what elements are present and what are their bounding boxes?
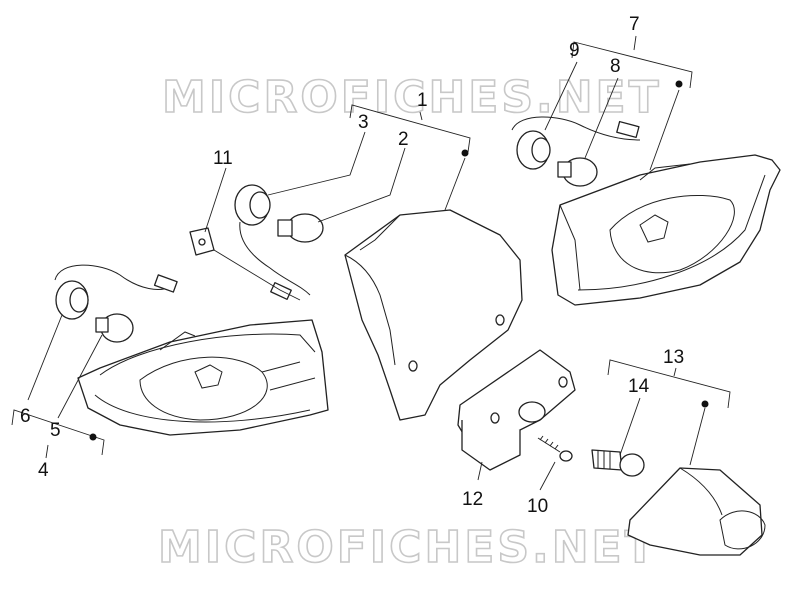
callout-4: 4 [38, 460, 49, 481]
callout-5: 5 [50, 420, 61, 441]
plate-light-lens [627, 467, 766, 556]
bulb [277, 213, 324, 243]
callout-2: 2 [398, 129, 409, 150]
bracket-dot [675, 80, 683, 88]
bulb [557, 157, 598, 187]
callout-7: 7 [629, 14, 640, 35]
leader-lines [11, 35, 731, 491]
callout-10: 10 [527, 496, 548, 517]
callout-3: 3 [358, 112, 369, 133]
callout-12: 12 [462, 489, 483, 510]
turn-signal-bulb [95, 313, 134, 343]
screw [537, 435, 573, 462]
callout-8: 8 [610, 56, 621, 77]
turn-signal-socket [54, 264, 178, 320]
right-turn-signal-assembly [551, 154, 781, 306]
callout-14: 14 [628, 376, 650, 397]
callout-11: 11 [213, 148, 233, 169]
bracket-dot [89, 433, 97, 441]
watermark-top: MICROFICHES.NET [162, 72, 662, 123]
plate-light-bulb [591, 449, 645, 477]
callout-9: 9 [569, 40, 580, 61]
callout-6: 6 [20, 406, 31, 427]
rear-light-housing [344, 209, 523, 421]
clip [189, 227, 301, 301]
bracket-dot [461, 149, 469, 157]
callout-1: 1 [417, 90, 428, 111]
bracket-dot [701, 400, 709, 408]
watermark-bottom: MICROFICHES.NET [158, 522, 658, 573]
callout-13: 13 [663, 347, 684, 368]
license-plate-light [457, 349, 576, 471]
bulb-socket [511, 116, 641, 170]
bulb-socket [234, 184, 311, 300]
left-turn-signal-assembly [77, 319, 329, 436]
